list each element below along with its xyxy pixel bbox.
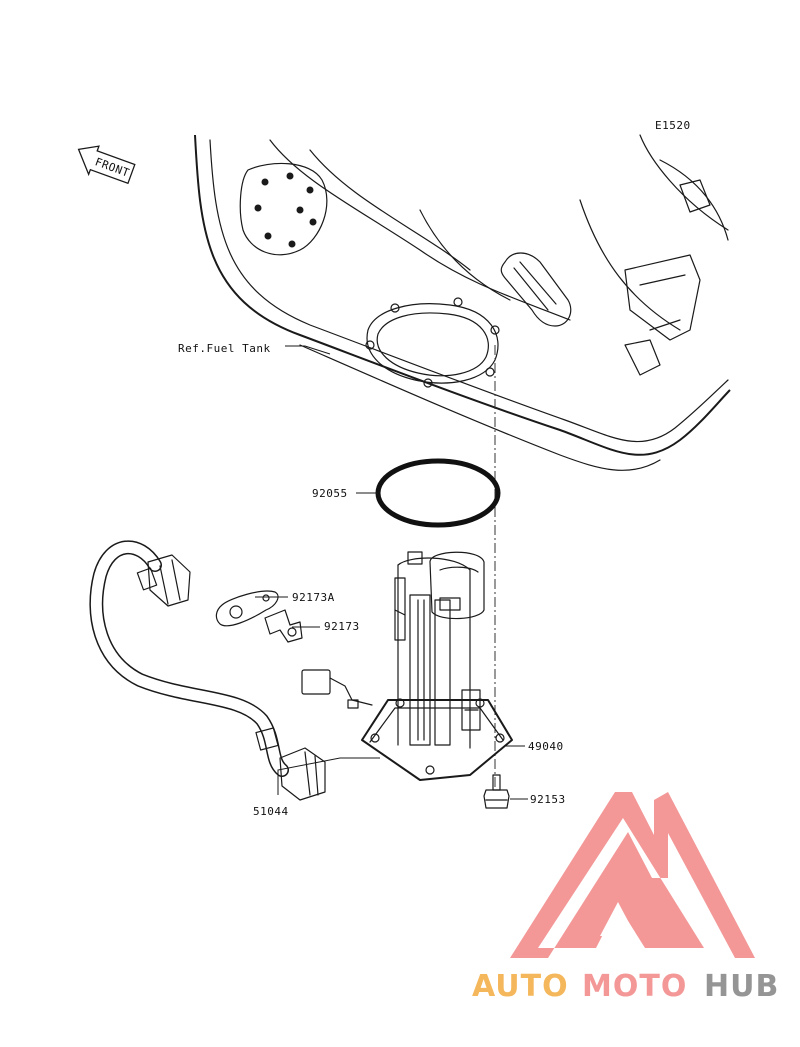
front-direction-arrow: FRONT — [77, 145, 136, 185]
label-92173: 92173 — [324, 620, 360, 633]
label-51044: 51044 — [253, 805, 289, 818]
o-ring-gasket — [375, 458, 501, 528]
diagram-code: E1520 — [655, 119, 691, 132]
logo-triangle — [510, 792, 755, 958]
logo-text-hub: HUB — [704, 969, 779, 1004]
logo-text-auto: AUTO — [472, 969, 569, 1004]
label-92173A: 92173A — [292, 591, 335, 604]
bolt-part — [483, 774, 510, 809]
label-ref-fuel-tank: Ref.Fuel Tank — [178, 342, 271, 355]
logo-text-moto: MOTO — [582, 969, 687, 1004]
fuel-hose — [89, 540, 326, 801]
clamp-part — [264, 609, 303, 643]
label-49040: 49040 — [528, 740, 564, 753]
plate-part — [215, 590, 279, 627]
label-92055: 92055 — [312, 487, 348, 500]
watermark-logo: AUTO MOTO HUB — [472, 792, 779, 1004]
label-92153: 92153 — [530, 793, 566, 806]
fuel-pump-assembly — [301, 551, 513, 781]
leader-lines — [255, 345, 528, 800]
fuel-tank-drawing — [194, 134, 731, 471]
